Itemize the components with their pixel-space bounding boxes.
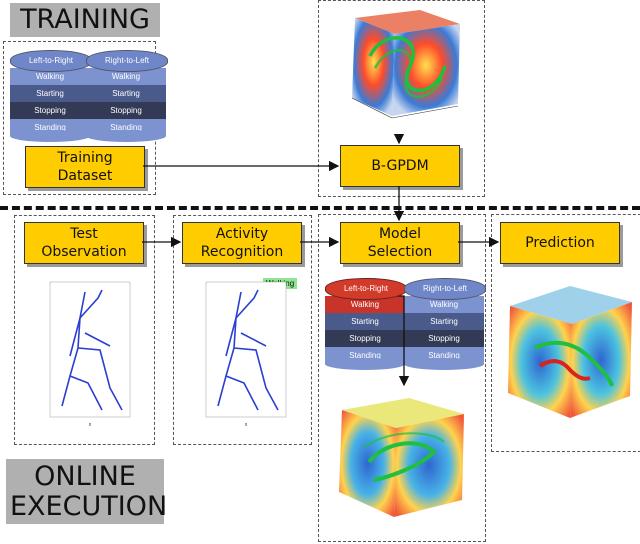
arrow-selected-db-to-latent [397,295,410,387]
db-layer-walking: Walking [10,68,90,85]
db-layer-starting: Starting [404,313,484,330]
latent-trajectory [373,49,444,98]
activity-skeleton-plot: x [205,281,287,428]
skeleton-limb [235,289,259,319]
bgpdm-step: B-GPDM [340,145,460,187]
test-observation-step: Test Observation [24,222,144,264]
db-layer-starting: Starting [10,85,90,102]
skeleton-limb [225,375,259,411]
db-title: Right-to-Left [104,56,150,65]
predicted-trajectory [538,359,591,381]
db-cap-selected: Left-to-Right [325,278,407,300]
cube-face-top [355,10,460,34]
observed-trajectory [534,340,614,387]
db-cap: Right-to-Left [404,278,486,300]
db-cap: Right-to-Left [86,50,168,72]
skeleton-limb [69,375,103,411]
db-bottom [325,358,405,370]
bgpdm-latent-space-plot [351,10,460,119]
prediction-panel [491,214,640,452]
test-observation-skeleton-plot: x [49,281,131,428]
db-title: Left-to-Right [28,56,74,65]
selection-db-left-to-right: Left-to-Right Walking Starting Stopping … [325,278,407,370]
selected-model-latent-plot [339,398,464,517]
axis-tick: x [245,422,248,428]
axis-tick: x [89,422,92,428]
prediction-latent-plot [508,286,632,418]
online-label-line1: ONLINE [34,461,136,492]
prediction-step: Prediction [500,222,620,264]
db-layer-starting: Starting [325,313,405,330]
model-selection-step: Model Selection [340,222,460,264]
db-title: Left-to-Right [343,284,389,293]
phase-divider [0,206,640,210]
bgpdm-panel [318,0,485,197]
db-cap: Left-to-Right [10,50,92,72]
db-layer-walking: Walking [404,296,484,313]
db-layer-walking: Walking [86,68,166,85]
training-phase-label: TRAINING [10,3,160,37]
skeleton-limb [69,317,111,357]
test-observation-panel [14,215,155,445]
activity-recognition-step: Activity Recognition [182,222,302,264]
cube-face-right [570,302,632,418]
training-db-left-to-right: Left-to-Right Walking Starting Stopping … [10,50,92,142]
latent-trajectory [367,441,437,482]
axis-line [391,105,459,119]
skeleton-limb [77,347,123,411]
db-layer-stopping: Stopping [404,330,484,347]
skeleton-limb [233,347,279,411]
skeleton-limb [225,317,267,357]
cube-face-top [510,286,632,324]
selection-db-right-to-left: Right-to-Left Walking Starting Stopping … [404,278,486,370]
skeleton-limb [79,289,103,319]
db-layer-starting: Starting [86,85,166,102]
db-layer-stopping: Stopping [10,102,90,119]
db-bottom [404,358,484,370]
activity-recognition-panel [173,215,312,445]
latent-trajectory [363,432,445,448]
db-layer-stopping: Stopping [325,330,405,347]
online-label-line2: EXECUTION [10,490,168,522]
db-layer-stopping: Stopping [86,102,166,119]
db-bottom [10,130,90,142]
db-bottom [86,130,166,142]
cube-face-left [508,306,572,418]
db-layer-walking-selected: Walking [325,296,405,313]
online-execution-phase-label: ONLINE EXECUTION [6,459,168,525]
training-db-right-to-left: Right-to-Left Walking Starting Stopping … [86,50,168,142]
cube-face-right [394,414,464,517]
axis-line [351,97,393,119]
cube-face-left [339,410,396,517]
cube-face-top [342,398,464,428]
db-title: Right-to-Left [422,284,468,293]
training-dataset-step: Training Dataset [25,146,145,188]
